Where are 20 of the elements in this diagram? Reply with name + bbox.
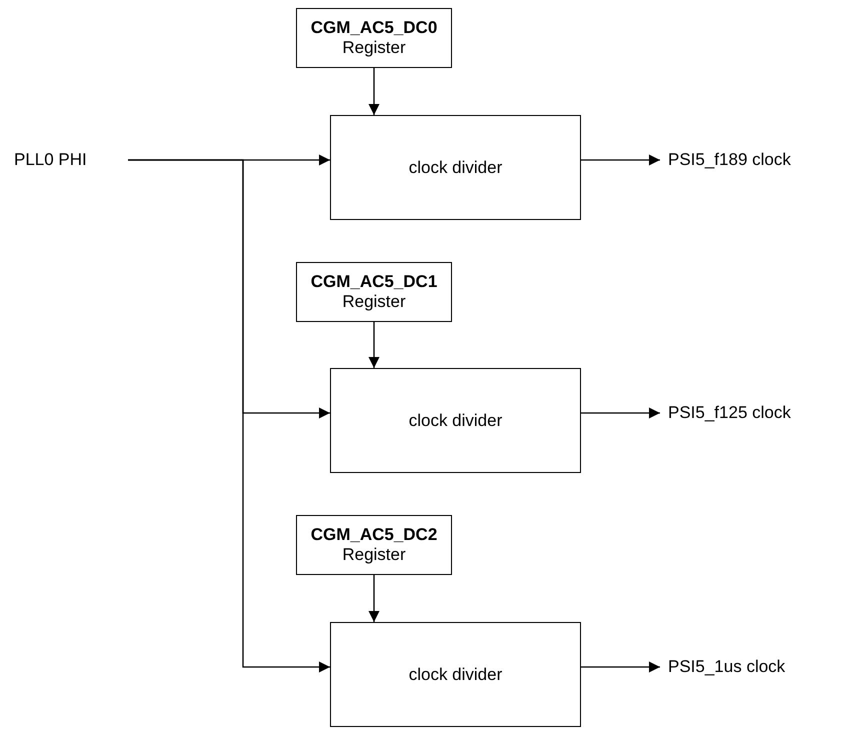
signal-label: PSI5_f125 clock [668,403,791,423]
box-label: CGM_AC5_DC2 Register [310,525,438,565]
arrow [368,575,380,622]
box-label: clock divider [408,664,502,684]
arrow [368,322,380,368]
register-box [296,262,452,322]
register-box [296,515,452,575]
arrow [581,154,660,166]
box-label: clock divider [408,158,502,178]
arrow [128,159,330,672]
signal-label: PSI5_1us clock [668,657,786,677]
box-label: CGM_AC5_DC0 Register [310,18,438,58]
signal-label: PSI5_f189 clock [668,150,791,170]
register-box [296,8,452,68]
signal-label: PLL0 PHI [14,150,87,170]
box-label: CGM_AC5_DC1 Register [310,272,438,312]
arrow [368,68,380,115]
arrow [581,408,660,418]
arrow [581,662,660,672]
box-label: clock divider [408,410,502,430]
